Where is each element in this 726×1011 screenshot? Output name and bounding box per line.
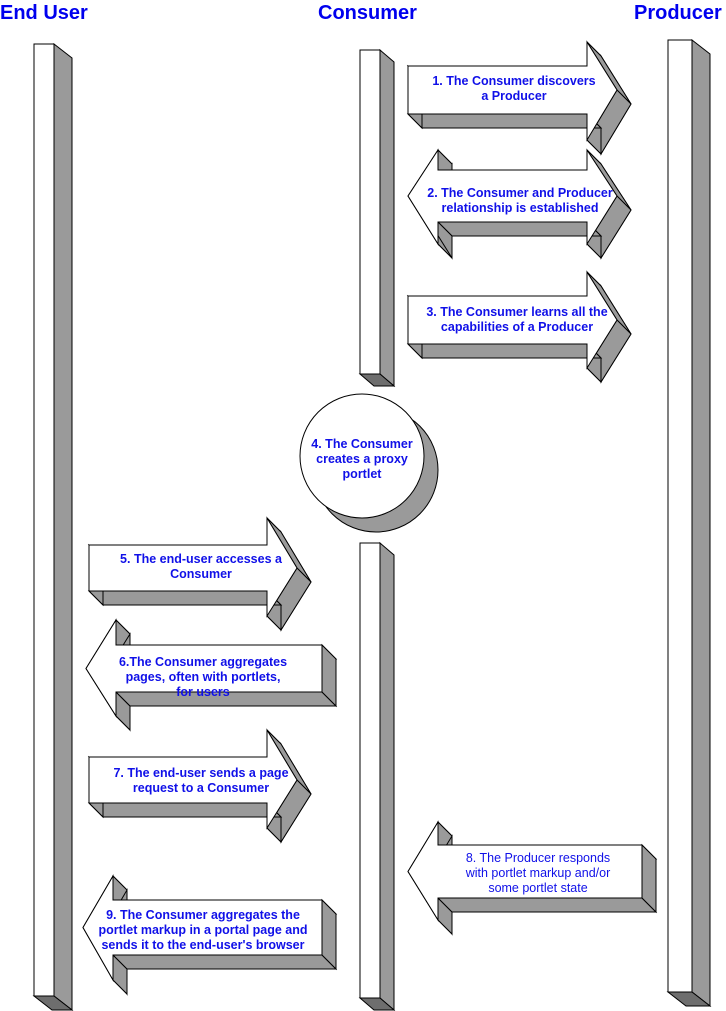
step-9-line-1: 9. The Consumer aggregates the (106, 908, 300, 922)
step-8-line-3: some portlet state (488, 881, 588, 895)
step-9-line-3: sends it to the end-user's browser (101, 938, 305, 952)
step-9-arrow-face (82, 874, 323, 982)
step-8-line-1: 8. The Producer responds (465, 851, 611, 865)
step-7-line-2: request to a Consumer (132, 781, 270, 795)
arrows-layer (82, 40, 658, 996)
lifeline-producer (666, 38, 712, 1008)
step-6-arrow-face (85, 618, 323, 718)
step-9-line-2: portlet markup in a portal page and (98, 923, 308, 937)
step-1-line-2: a Producer (481, 89, 547, 103)
step-2-arrow-face (407, 148, 618, 246)
step-8-line-2: with portlet markup and/or (465, 866, 611, 880)
step-3-arrow-side (406, 343, 603, 359)
step-2-label: 2. The Consumer and Producer relationshi… (414, 186, 626, 216)
step-5-label: 5. The end-user accesses a Consumer (96, 552, 306, 582)
step-2-arrow (407, 148, 632, 260)
step-8-arrow-side (436, 897, 658, 913)
step-6-arrow (85, 618, 338, 732)
step-2-line-1: 2. The Consumer and Producer (427, 186, 613, 200)
step-6-line-1: 6.The Consumer aggregates (118, 655, 288, 669)
step-4-line-1: 4. The Consumer (311, 437, 413, 451)
lifeline-consumer-top (358, 48, 396, 388)
step-3-label: 3. The Consumer learns all the capabilit… (410, 305, 624, 335)
step-1-arrow (406, 40, 632, 156)
step-1-line-1: 1. The Consumer discovers (432, 74, 596, 88)
step-9-arrow (82, 874, 338, 996)
step-2-line-2: relationship is established (441, 201, 599, 215)
step-1-arrow-side (406, 113, 603, 129)
step-6-line-2: pages, often with portlets, (125, 670, 281, 684)
step-5-line-2: Consumer (170, 567, 232, 581)
step-3-arrow (406, 270, 632, 384)
step-7-arrow (87, 728, 312, 844)
step-5-line-1: 5. The end-user accesses a (120, 552, 282, 566)
step-3-arrow-face (407, 270, 618, 370)
step-2-arrow-side (436, 221, 603, 237)
step-4-label: 4. The Consumer creates a proxy portlet (302, 437, 422, 482)
step-5-arrow (87, 516, 312, 632)
step-6-label: 6.The Consumer aggregates pages, often w… (100, 655, 306, 700)
step-3-line-2: capabilities of a Producer (440, 320, 594, 334)
lifeline-end-user (32, 42, 74, 1011)
actor-title-producer: Producer (634, 2, 722, 24)
step-9-label: 9. The Consumer aggregates the portlet m… (80, 908, 326, 953)
actor-title-consumer: Consumer (318, 2, 417, 24)
step-8-arrow-face (407, 820, 643, 922)
step-1-arrow-face (407, 40, 618, 142)
lifeline-consumer-bottom (358, 541, 396, 1011)
step-8-label: 8. The Producer responds with portlet ma… (440, 851, 636, 896)
step-7-arrow-side (87, 802, 283, 818)
step-4-line-2: creates a proxy (316, 452, 408, 466)
step-9-arrow-side (111, 954, 338, 970)
step-4-line-3: portlet (342, 467, 382, 481)
step-1-label: 1. The Consumer discovers a Producer (412, 74, 616, 104)
step-8-arrow (407, 820, 658, 936)
step-5-arrow-side (87, 590, 283, 606)
step-4-circle (299, 393, 439, 533)
actor-title-end-user: End User (0, 2, 88, 24)
step-7-label: 7. The end-user sends a page request to … (96, 766, 306, 796)
step-7-line-1: 7. The end-user sends a page (113, 766, 289, 780)
step-3-line-1: 3. The Consumer learns all the (426, 305, 608, 319)
step-5-arrow-face (88, 516, 298, 618)
step-7-arrow-face (88, 728, 298, 830)
step-6-line-3: for users (176, 685, 230, 699)
